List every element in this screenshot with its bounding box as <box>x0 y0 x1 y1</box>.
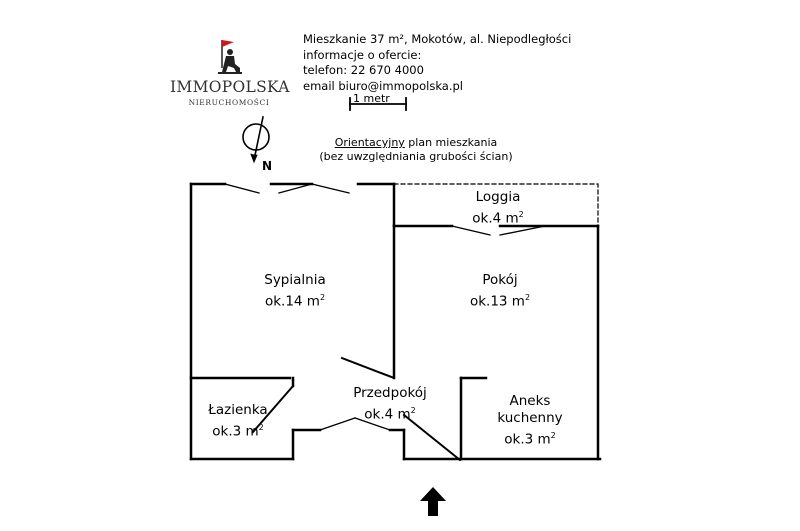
room-przedpokoj-area: ok.4 m <box>364 406 411 423</box>
brand-name: IMMOPOLSKA <box>170 78 290 96</box>
entrance-arrow-icon <box>420 487 446 516</box>
room-aneks-area: ok.3 m <box>504 431 551 448</box>
compass-label: N <box>262 159 273 173</box>
info-label: informacje o ofercie: <box>303 47 422 62</box>
room-przedpokoj: Przedpokój ok.4 m2 <box>340 385 440 424</box>
area-unit-sup: 2 <box>518 210 524 219</box>
room-przedpokoj-name: Przedpokój <box>353 385 427 401</box>
phone-text: telefon: 22 670 4000 <box>303 63 424 77</box>
plan-note: Orientacyjny plan mieszkania (bez uwzglę… <box>306 136 526 164</box>
room-sypialnia-area: ok.14 m <box>264 293 320 310</box>
note-line2: (bez uwzględniania grubości ścian) <box>319 150 513 163</box>
email-text: email biuro@immopolska.pl <box>303 78 463 93</box>
listing-title: Mieszkanie 37 m², Mokotów, al. Niepodleg… <box>303 32 572 46</box>
listing-info: Mieszkanie 37 m², Mokotów, al. Niepodleg… <box>303 32 571 94</box>
area-unit-sup: 2 <box>524 293 531 302</box>
room-sypialnia: Sypialnia ok.14 m2 <box>245 272 345 311</box>
brand-subtitle: NIERUCHOMOŚCI <box>188 98 270 107</box>
room-aneks: Aneks kuchenny ok.3 m2 <box>482 393 578 449</box>
room-aneks-name2: kuchenny <box>497 410 563 426</box>
area-unit-sup: 2 <box>258 423 264 432</box>
room-lazienka-name: Łazienka <box>208 402 268 418</box>
room-sypialnia-name: Sypialnia <box>264 272 326 288</box>
scale-label: 1 metr <box>353 92 390 105</box>
room-aneks-name1: Aneks <box>509 393 551 409</box>
scale-bar <box>349 97 407 111</box>
logo-emblem-icon <box>218 40 242 74</box>
logo: IMMOPOLSKA NIERUCHOMOŚCI <box>170 38 290 118</box>
room-loggia-name: Loggia <box>475 189 521 205</box>
room-pokoj: Pokój ok.13 m2 <box>455 272 545 311</box>
area-unit-sup: 2 <box>319 293 326 302</box>
compass-icon <box>242 116 270 164</box>
room-lazienka-area: ok.3 m <box>212 423 259 440</box>
room-loggia: Loggia ok.4 m2 <box>466 189 530 228</box>
note-underlined: Orientacyjny <box>334 136 405 149</box>
room-loggia-area: ok.4 m <box>472 210 519 227</box>
room-pokoj-area: ok.13 m <box>469 293 525 310</box>
room-lazienka: Łazienka ok.3 m2 <box>200 402 276 441</box>
note-rest: plan mieszkania <box>404 136 498 149</box>
area-unit-sup: 2 <box>550 431 556 440</box>
area-unit-sup: 2 <box>410 406 416 415</box>
room-pokoj-name: Pokój <box>482 272 518 288</box>
